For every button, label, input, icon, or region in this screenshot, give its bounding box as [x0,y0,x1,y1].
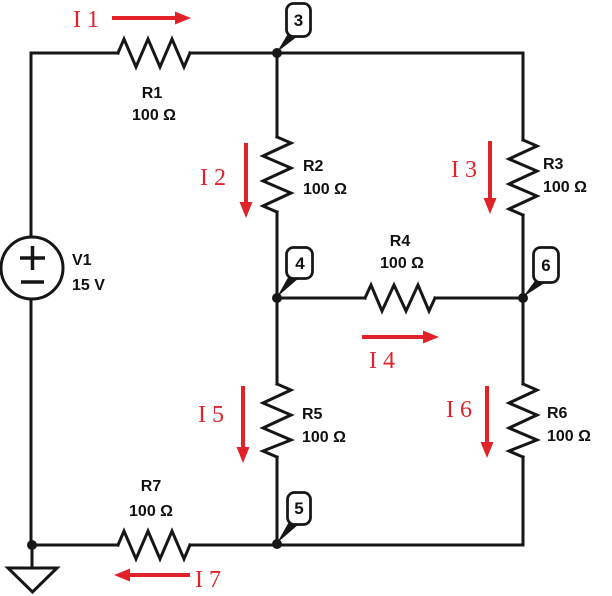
arrow-head [483,198,497,214]
resistor-symbols [116,35,541,563]
node-callout-4: 4 [277,246,314,297]
arrow-head [480,442,494,458]
resistor-r7-zigzag [116,527,192,563]
resistor-r3-zigzag [505,138,541,217]
arrow-head [239,202,253,218]
r1-value: 100 Ω [132,107,176,124]
ground-symbol-icon [4,544,61,595]
r3-value: 100 Ω [543,179,587,196]
junction-dot-ground [27,540,37,550]
r1-name: R1 [142,85,163,102]
node-label: 3 [294,11,303,30]
current-annotation-i5: I 5 [198,386,250,463]
v1-name: V1 [72,252,92,269]
current-annotation-i6: I 6 [446,386,494,458]
current-label: I 2 [200,165,226,191]
callout-box [285,246,314,280]
current-label: I 5 [198,402,224,428]
v1-value: 15 V [72,277,105,294]
plus-sign-icon [20,246,45,270]
r2-value: 100 Ω [303,181,347,198]
ground-triangle [4,566,61,595]
wire-top-left [29,51,120,240]
current-label: I 1 [73,7,99,33]
current-annotation-i2: I 2 [200,143,253,218]
node-callout-3: 3 [277,2,312,52]
arrow-head [114,568,130,582]
r7-name: R7 [141,478,162,495]
node-label: 4 [295,254,305,273]
current-label: I 4 [369,348,395,374]
current-label: I 7 [195,567,221,593]
r5-value: 100 Ω [302,429,346,446]
callout-box [286,491,312,526]
junction-dot-node5 [272,539,282,549]
arrow-head [423,330,439,344]
arrow-head [175,11,191,25]
node-callout-5: 5 [277,491,312,543]
node-callout-6: 6 [523,246,560,297]
r4-name: R4 [390,233,411,250]
current-annotation-i1: I 1 [73,7,191,33]
current-label: I 3 [451,157,477,183]
junction-dot-node6 [518,293,528,303]
r6-name: R6 [547,405,568,422]
r3-name: R3 [543,156,564,173]
component-labels: V1 15 V R1 100 Ω R2 100 Ω R3 100 Ω R4 10… [72,85,591,520]
wire-right-bottom [188,455,525,547]
current-annotation-i3: I 3 [451,141,497,214]
resistor-r6-zigzag [505,382,541,459]
node-label: 6 [541,256,550,275]
node-label: 5 [294,499,303,518]
junction-dots [27,48,528,550]
arrow-head [236,447,250,463]
resistor-r2-zigzag [259,135,295,214]
current-label: I 6 [446,397,472,423]
wires [29,51,525,547]
callout-box [532,246,560,284]
r7-value: 100 Ω [129,503,173,520]
resistor-r5-zigzag [259,382,295,459]
junction-dot-node3 [272,48,282,58]
resistor-r4-zigzag [363,281,437,315]
current-annotation-i7: I 7 [114,567,221,593]
voltage-source-v1 [0,235,65,301]
r4-value: 100 Ω [380,255,424,272]
junction-dot-node4 [272,293,282,303]
r6-value: 100 Ω [547,428,591,445]
r5-name: R5 [302,406,323,423]
resistor-r1-zigzag [116,35,192,71]
r2-name: R2 [303,158,324,175]
wire-top-right [188,51,525,142]
current-annotation-i4: I 4 [362,330,439,374]
callout-box [285,2,312,38]
